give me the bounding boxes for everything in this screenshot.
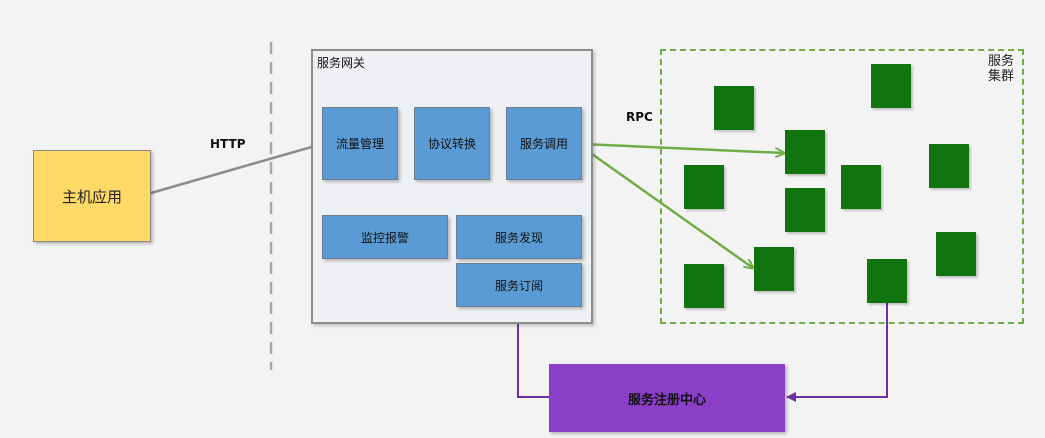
rpc-arrow-lower bbox=[581, 145, 753, 268]
cluster-title-line2: 集群 bbox=[987, 69, 1014, 84]
registry-to-subscribe-arrow bbox=[513, 306, 549, 398]
rpc-label: RPC bbox=[626, 110, 653, 124]
monitoring-alarm-label: 监控报警 bbox=[360, 230, 409, 245]
service-node bbox=[754, 247, 794, 291]
service-node bbox=[714, 86, 754, 130]
monitoring-alarm-box: 监控报警 bbox=[322, 215, 448, 259]
service-subscription-label: 服务订阅 bbox=[494, 278, 543, 293]
service-node bbox=[871, 64, 911, 108]
gateway-title: 服务网关 bbox=[317, 56, 366, 70]
host-app-label: 主机应用 bbox=[61, 187, 122, 206]
cluster-title-line1: 服务 bbox=[987, 54, 1014, 69]
cluster-title: 服务 集群 bbox=[983, 54, 1019, 84]
cluster-to-registry-arrow bbox=[786, 303, 888, 402]
rpc-arrow-upper bbox=[581, 142, 784, 153]
service-node bbox=[785, 130, 825, 174]
host-app-box: 主机应用 bbox=[33, 150, 151, 242]
service-cluster bbox=[660, 49, 1024, 324]
service-registry-label: 服务注册中心 bbox=[627, 392, 706, 408]
service-invocation-label: 服务调用 bbox=[519, 137, 568, 151]
traffic-management-box: 流量管理 bbox=[322, 107, 398, 180]
service-registry-center: 服务注册中心 bbox=[549, 364, 785, 432]
service-node bbox=[841, 165, 881, 209]
service-node bbox=[936, 232, 976, 276]
service-node bbox=[684, 264, 724, 308]
http-arrow bbox=[150, 144, 322, 195]
traffic-management-label: 流量管理 bbox=[335, 137, 384, 151]
service-node bbox=[684, 165, 724, 209]
service-node bbox=[867, 259, 907, 303]
http-label: HTTP bbox=[210, 137, 246, 151]
protocol-conversion-box: 协议转换 bbox=[414, 107, 490, 180]
protocol-conversion-label: 协议转换 bbox=[427, 137, 476, 151]
service-discovery-label: 服务发现 bbox=[494, 230, 543, 245]
service-node bbox=[929, 144, 969, 188]
service-discovery-box: 服务发现 bbox=[456, 215, 582, 259]
service-node bbox=[785, 188, 825, 232]
service-subscription-box: 服务订阅 bbox=[456, 263, 582, 307]
service-invocation-box: 服务调用 bbox=[506, 107, 582, 180]
